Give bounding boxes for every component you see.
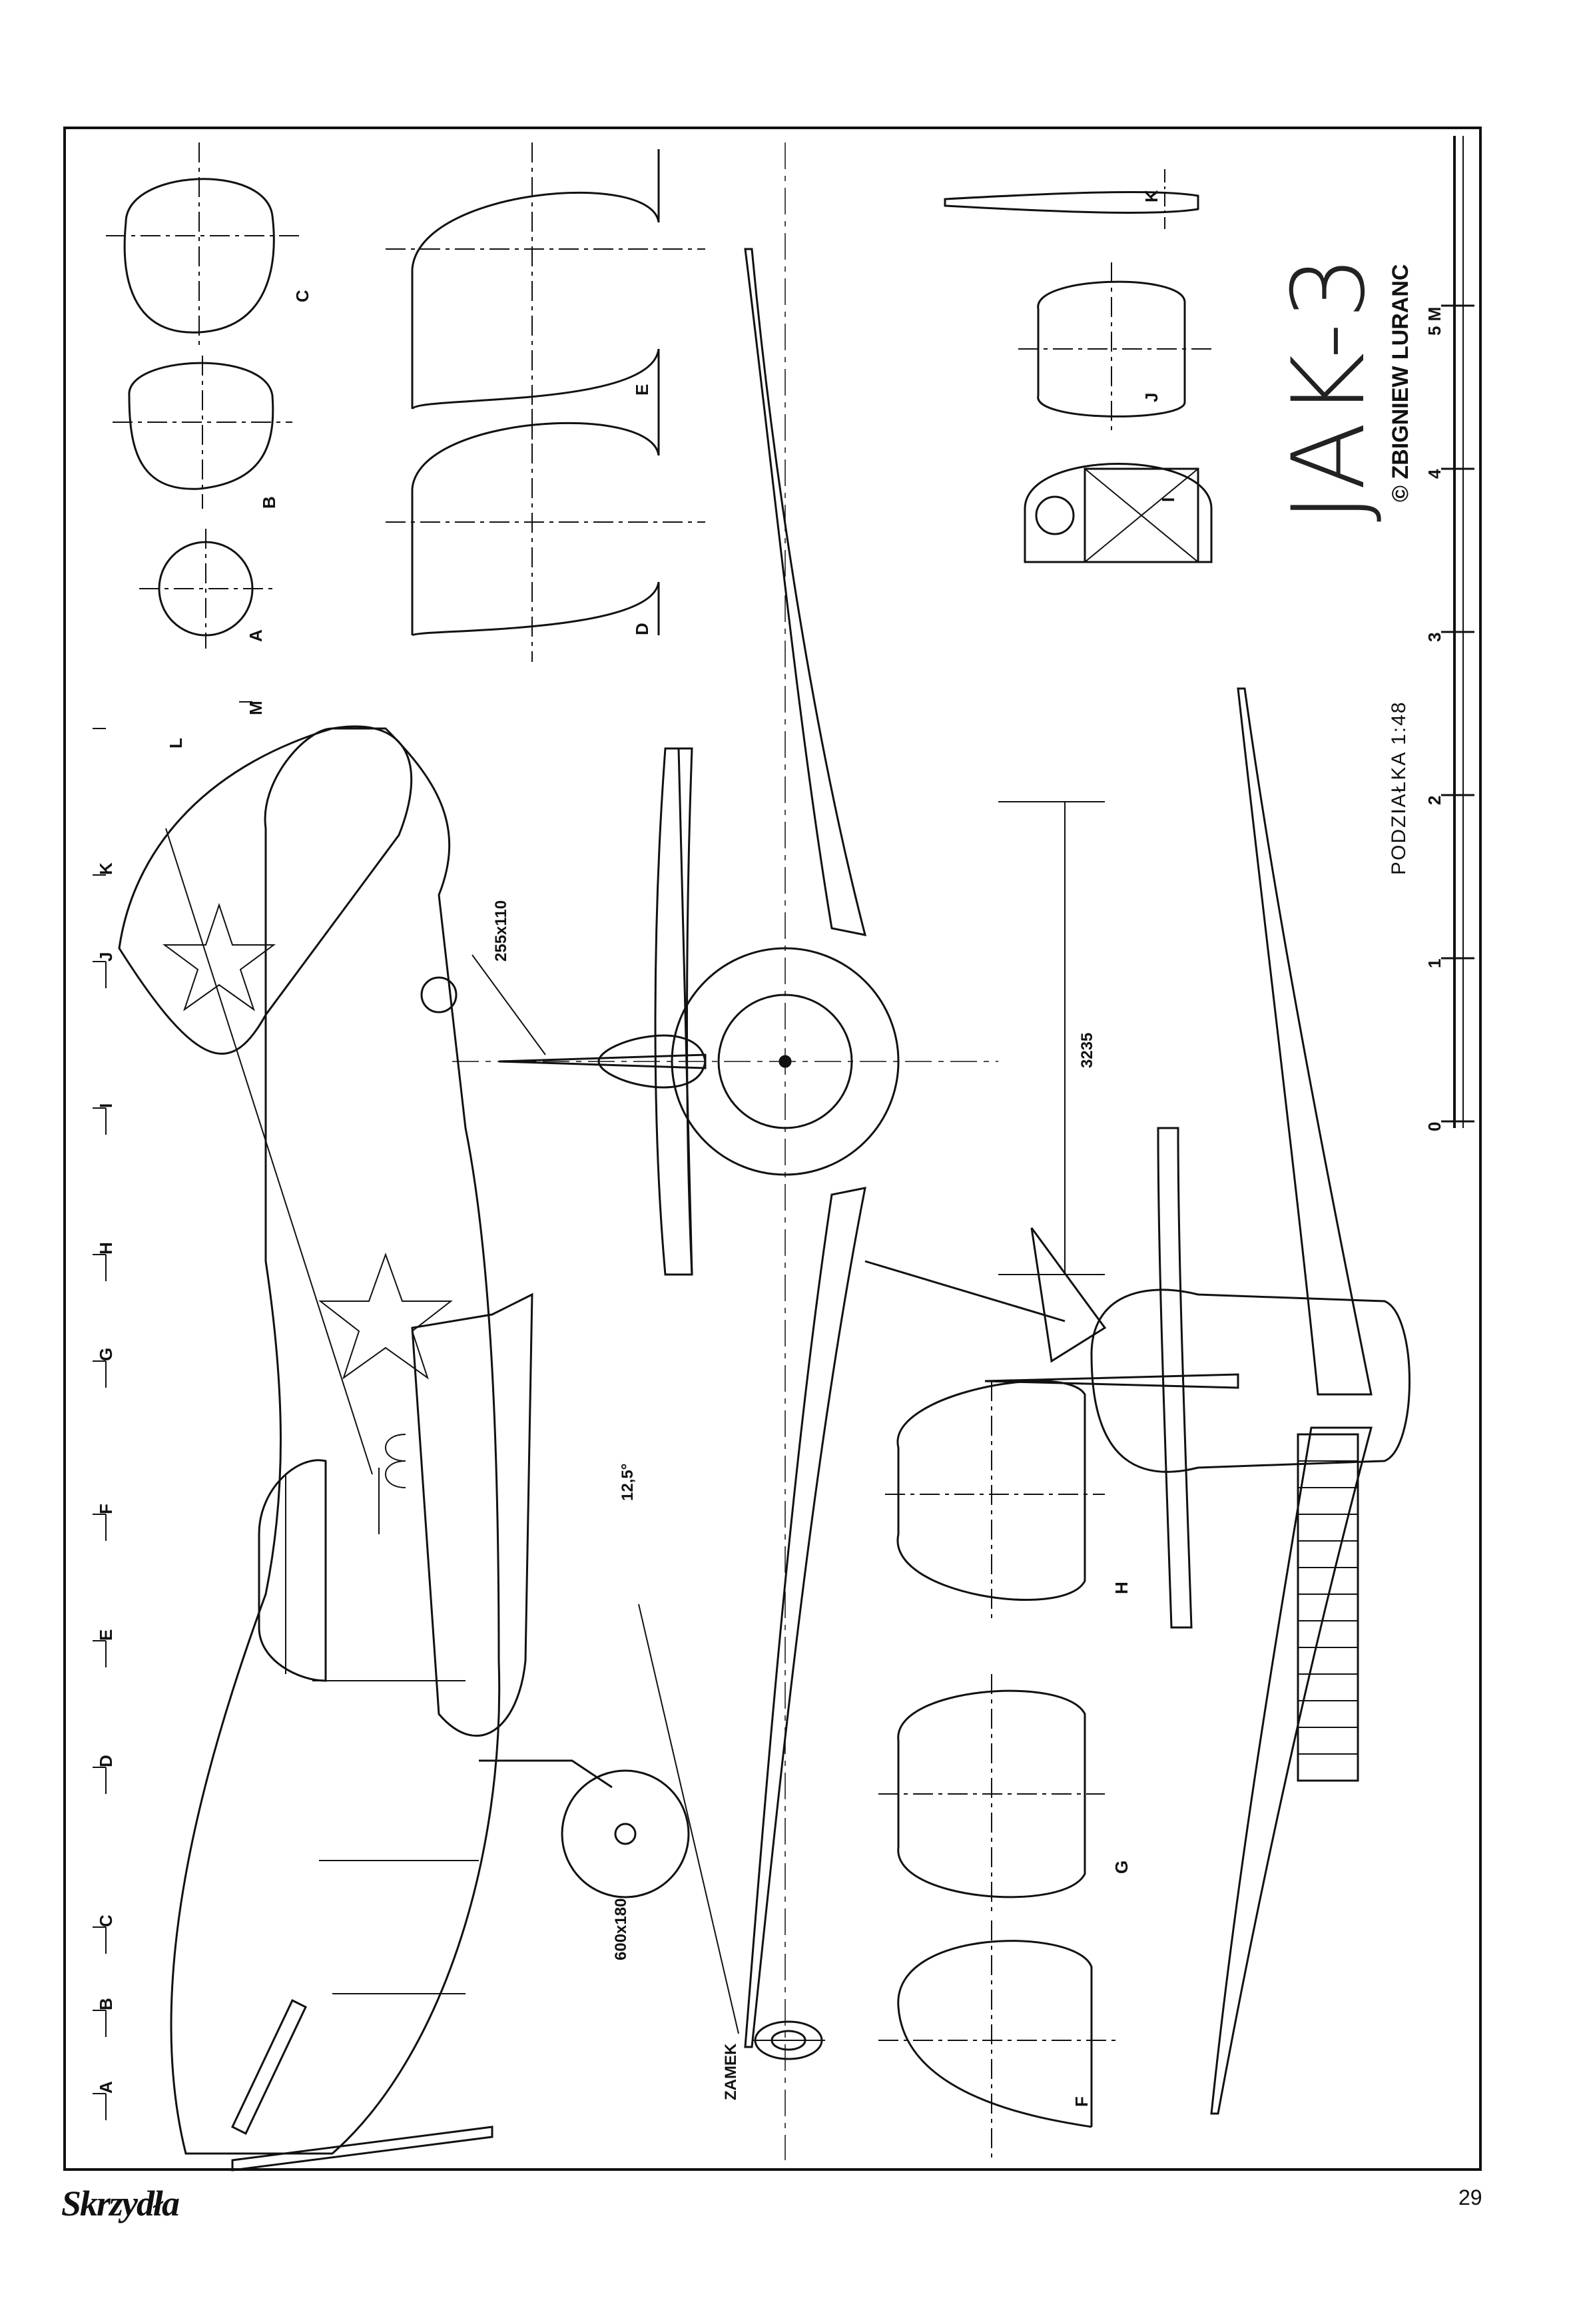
section-profile-h bbox=[885, 1380, 1105, 1621]
main-wheel-leader bbox=[638, 1603, 739, 2034]
blueprint-drawing bbox=[93, 136, 1474, 2172]
profile-label-d: D bbox=[632, 623, 652, 635]
dihedral-angle-label: 12,5° bbox=[619, 1463, 637, 1501]
profile-label-k: K bbox=[1141, 190, 1161, 202]
scale-tick-3: 3 bbox=[1424, 632, 1444, 642]
section-profile-f bbox=[878, 1920, 1118, 2160]
scale-tick-2: 2 bbox=[1424, 795, 1444, 805]
station-label-i: I bbox=[96, 1103, 116, 1108]
section-profile-d bbox=[386, 396, 705, 662]
span-dimension bbox=[998, 801, 1105, 1275]
station-label-b: B bbox=[96, 1998, 116, 2010]
profile-label-i: I bbox=[1158, 497, 1178, 502]
span-dimension-label: 3235 bbox=[1078, 1032, 1096, 1068]
section-profile-i bbox=[1024, 463, 1213, 563]
scale-tick-5: 5 M bbox=[1424, 306, 1444, 336]
scale-label: PODZIAŁKA 1:48 bbox=[1388, 701, 1410, 875]
section-profile-g bbox=[878, 1674, 1105, 1914]
lock-fastener bbox=[752, 2020, 825, 2060]
station-label-c: C bbox=[96, 1914, 116, 1927]
lock-label: ZAMEK bbox=[722, 2043, 740, 2100]
profile-label-f: F bbox=[1072, 2096, 1092, 2107]
station-label-g: G bbox=[96, 1347, 116, 1361]
scale-tick-0: 0 bbox=[1424, 1121, 1444, 1131]
station-label-f: F bbox=[96, 1504, 116, 1514]
section-profile-a bbox=[139, 529, 272, 649]
publisher-logo: Skrzydła bbox=[61, 2183, 180, 2223]
station-label-a: A bbox=[96, 2081, 116, 2094]
profile-label-a: A bbox=[246, 629, 266, 642]
profile-label-c: C bbox=[292, 290, 312, 302]
section-profile-e bbox=[386, 143, 705, 442]
profile-label-h: H bbox=[1111, 1582, 1131, 1594]
station-label-d: D bbox=[96, 1755, 116, 1767]
section-profile-c bbox=[106, 143, 299, 349]
plan-view bbox=[984, 687, 1411, 2115]
scale-tick-1: 1 bbox=[1424, 958, 1444, 968]
profile-label-j: J bbox=[1141, 392, 1161, 402]
front-view bbox=[452, 143, 1107, 2160]
section-profile-j bbox=[1018, 262, 1211, 436]
profile-label-e: E bbox=[632, 384, 652, 396]
station-label-j: J bbox=[96, 952, 116, 962]
station-label-l: L bbox=[166, 738, 186, 748]
drawing-frame: JAK-3 © ZBIGNIEW LURANC PODZIAŁKA 1:48 0… bbox=[63, 127, 1482, 2172]
tail-wheel-size: 255x110 bbox=[492, 900, 510, 962]
author-credit: © ZBIGNIEW LURANC bbox=[1388, 264, 1413, 502]
tail-wheel-leader bbox=[472, 954, 546, 1055]
drawing-title: JAK-3 bbox=[1271, 251, 1387, 522]
page-number: 29 bbox=[1458, 2185, 1482, 2209]
scale-tick-4: 4 bbox=[1424, 469, 1444, 479]
section-profile-b bbox=[113, 356, 292, 509]
side-view bbox=[118, 725, 690, 2172]
profile-label-g: G bbox=[1111, 1860, 1131, 1874]
scale-bar bbox=[1441, 136, 1474, 1128]
station-label-k: K bbox=[96, 862, 116, 875]
main-wheel-size: 600x180 bbox=[612, 1898, 630, 1960]
station-markers bbox=[93, 701, 252, 2120]
station-label-m: M bbox=[246, 701, 266, 715]
antenna-mast-profile bbox=[944, 169, 1199, 229]
station-label-e: E bbox=[96, 1629, 116, 1641]
station-label-h: H bbox=[96, 1242, 116, 1255]
profile-label-b: B bbox=[259, 496, 279, 509]
